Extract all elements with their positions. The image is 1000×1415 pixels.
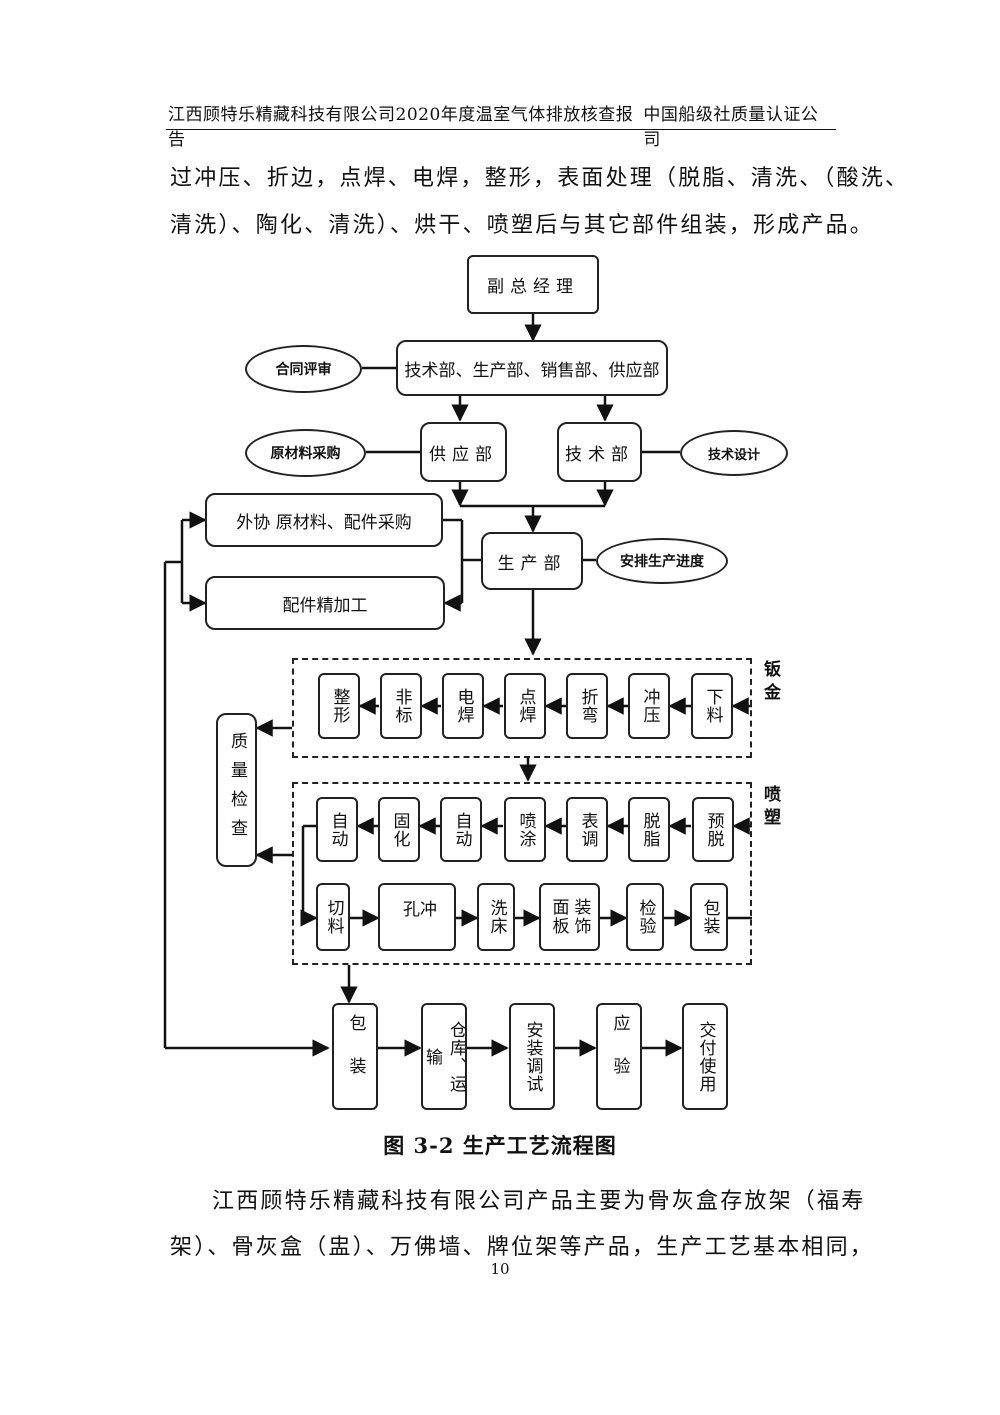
raw-purchase-oval: 原材料采购 — [245, 429, 366, 477]
step-box: 冲孔 — [378, 883, 456, 951]
header-rule — [166, 129, 836, 130]
manager-box: 副总经理 — [467, 255, 599, 314]
step-label: 自动 — [451, 811, 472, 848]
step-label: 表调 — [577, 811, 598, 848]
step-box: 包装 — [690, 883, 728, 951]
step-box: 切料 — [316, 883, 350, 951]
step-box: 固化 — [378, 797, 420, 862]
step-box: 自动 — [440, 797, 482, 862]
contract-review-oval: 合同评审 — [245, 345, 362, 393]
step-box: 脱脂 — [628, 797, 670, 862]
step-box: 非标 — [380, 673, 422, 739]
step-label: 自动 — [327, 811, 348, 848]
paragraph-line: 架）、骨灰盒（盅）、万佛墙、牌位架等产品，生产工艺基本相同， — [170, 1235, 875, 1260]
step-box: 洗床 — [477, 883, 515, 951]
page-number: 10 — [490, 1260, 510, 1278]
final-step-label: 交付使用 — [695, 1020, 716, 1093]
final-step-label: 安装调试 — [522, 1020, 543, 1093]
quality-check-box: 质量检查 — [216, 713, 257, 867]
tech-dept-box: 技术部 — [557, 422, 642, 482]
paragraph-line: 清洗）、陶化、清洗）、烘干、喷塑后与其它部件组装，形成产品。 — [170, 213, 875, 238]
production-dept-box: 生产部 — [481, 532, 583, 590]
parts-machining-box: 配件精加工 — [205, 576, 445, 630]
step-label: 折弯 — [577, 688, 598, 724]
step-label: 冲压 — [639, 688, 660, 724]
step-label: 喷涂 — [515, 811, 536, 848]
step-box: 点焊 — [504, 673, 546, 739]
tech-design-oval: 技术设计 — [680, 430, 788, 476]
header-left: 江西顾特乐精藏科技有限公司2020年度温室气体排放核查报告 — [168, 105, 634, 150]
step-label: 脱脂 — [639, 811, 660, 848]
schedule-oval: 安排生产进度 — [596, 538, 728, 584]
step-label: 包装 — [699, 899, 720, 935]
step-box: 喷涂 — [504, 797, 546, 862]
outsource-box: 外协 原材料、配件采购 — [205, 493, 443, 547]
step-label: 固化 — [389, 811, 410, 848]
step-label: 电焊 — [453, 688, 474, 724]
step-box: 折弯 — [566, 673, 608, 739]
final-step-box: 安装调试 — [509, 1003, 555, 1110]
paragraph-line: 江西顾特乐精藏科技有限公司产品主要为骨灰盒存放架（福寿 — [212, 1189, 866, 1214]
step-box: 自动 — [316, 797, 358, 862]
step-label: 装饰面板 — [548, 898, 591, 936]
step-box: 表调 — [566, 797, 608, 862]
step-label: 下料 — [702, 688, 723, 724]
step-label: 点焊 — [515, 688, 536, 724]
figure-caption: 图 3-2 生产工艺流程图 — [383, 1133, 617, 1158]
sheet-metal-group — [292, 658, 752, 758]
step-label: 整形 — [329, 688, 350, 724]
departments-box: 技术部、生产部、销售部、供应部 — [396, 340, 668, 396]
step-box: 电焊 — [442, 673, 484, 739]
final-step-box: 包装 — [332, 1003, 378, 1110]
final-step-box: 仓库、运输 — [421, 1003, 467, 1110]
spray-group — [292, 782, 752, 965]
header-right: 中国船级社质量认证公司 — [643, 105, 819, 150]
step-box: 冲压 — [628, 673, 670, 739]
final-step-label: 仓库、运输 — [422, 1020, 466, 1093]
step-label: 冲孔 — [399, 899, 436, 935]
page-header: 江西顾特乐精藏科技有限公司2020年度温室气体排放核查报告 中国船级社质量认证公… — [168, 100, 833, 150]
supply-dept-box: 供应部 — [420, 422, 507, 482]
step-box: 下料 — [691, 673, 733, 739]
step-label: 预脱 — [703, 811, 724, 848]
step-box: 预脱 — [692, 797, 734, 862]
final-step-box: 应验 — [596, 1003, 642, 1110]
step-box: 检验 — [626, 883, 664, 951]
paragraph-line: 过冲压、折边，点焊、电焊，整形，表面处理（脱脂、清洗、（酸洗、 — [170, 166, 910, 191]
final-step-label: 包装 — [345, 1013, 366, 1100]
step-box: 装饰面板 — [539, 883, 600, 951]
step-box: 整形 — [318, 673, 360, 739]
final-step-box: 交付使用 — [682, 1003, 728, 1110]
step-label: 检验 — [635, 899, 656, 935]
final-step-label: 应验 — [609, 1013, 630, 1100]
spray-label: 喷塑 — [760, 785, 780, 831]
step-label: 洗床 — [486, 899, 507, 935]
sheet-metal-label: 钣金 — [760, 660, 780, 706]
quality-check-label: 质量检查 — [227, 732, 247, 848]
step-label: 切料 — [323, 899, 344, 935]
step-label: 非标 — [391, 688, 412, 724]
